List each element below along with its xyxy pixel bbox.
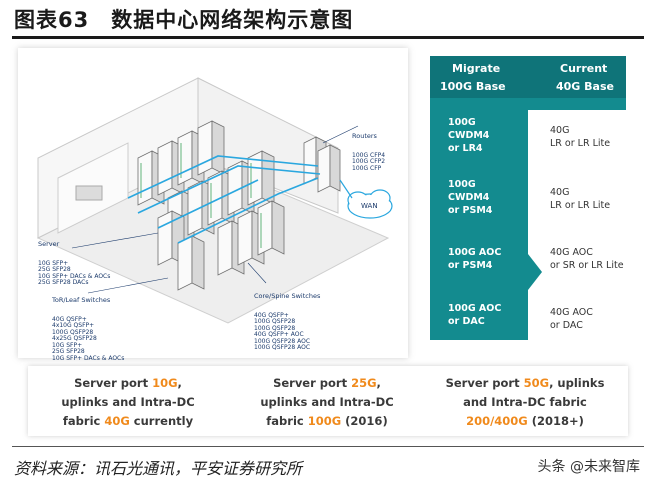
roadmap-strip: Server port 10G, uplinks and Intra-DC fa… xyxy=(28,366,628,436)
rack-row-4 xyxy=(157,210,205,291)
current-cell-3: 40G AOC or SR or LR Lite xyxy=(550,247,624,271)
tor-label: ToR/Leaf Switches xyxy=(52,296,111,304)
roadmap-2016-text-e: fabric xyxy=(266,414,308,428)
rack-row-3 xyxy=(217,200,285,276)
server-racks xyxy=(137,120,341,291)
current-base: 40G Base xyxy=(556,80,614,93)
title-rule xyxy=(12,36,644,39)
current-cell-2: 40G LR or LR Lite xyxy=(550,187,611,211)
callout-lines xyxy=(71,125,359,294)
server-label: Server xyxy=(38,240,60,248)
roadmap-2016-text-c: , xyxy=(376,376,381,390)
routers-specs: 100G CFP4 100G CFP2 100G CFP xyxy=(352,151,386,172)
datacenter-diagram: Routers 100G CFP4 100G CFP2 100G CFP WAN… xyxy=(18,48,408,361)
migrate-cell-2: 100G CWDM4 or PSM4 xyxy=(448,179,493,216)
migrate-header: Migrate xyxy=(452,62,501,75)
roadmap-2016: Server port 25G, uplinks and Intra-DC fa… xyxy=(242,374,412,431)
roadmap-2016-fabric-speed: 100G xyxy=(307,414,342,428)
office-desk xyxy=(75,185,103,201)
roadmap-2018-fabric-speed: 200/400G xyxy=(466,414,528,428)
routers-label: Routers xyxy=(352,132,377,140)
roadmap-2016-text-g: (2016) xyxy=(341,414,388,428)
current-header: Current xyxy=(560,62,608,75)
roadmap-2018-text-a: Server port xyxy=(445,376,524,390)
current-column xyxy=(528,110,626,340)
source-note: 资料来源：讯石光通讯，平安证券研究所 xyxy=(14,459,303,478)
roadmap-current-text-a: Server port xyxy=(74,376,153,390)
roadmap-2016-text-a: Server port xyxy=(273,376,352,390)
comparison-header xyxy=(430,56,626,98)
migrate-cell-1: 100G CWDM4 or LR4 xyxy=(448,117,490,154)
core-specs: 40G QSFP+ 100G QSFP28 100G QSFP28 40G QS… xyxy=(254,311,311,351)
router-racks xyxy=(303,136,341,193)
migration-comparison: Migrate Current 100G Base 40G Base 100G … xyxy=(430,56,626,340)
arrow-notch xyxy=(528,254,542,290)
core-callout: Core/Spine Switches 40G QSFP+ 100G QSFP2… xyxy=(254,280,320,365)
migrate-cell-3: 100G AOC or PSM4 xyxy=(448,247,502,271)
roadmap-current-fabric-speed: 40G xyxy=(104,414,130,428)
migrate-base: 100G Base xyxy=(440,80,506,93)
wan-cloud xyxy=(339,179,393,219)
roadmap-current-server-speed: 10G xyxy=(152,376,178,390)
roadmap-current: Server port 10G, uplinks and Intra-DC fa… xyxy=(48,374,208,431)
rack-status-lights xyxy=(140,143,262,248)
watermark: 头条 @未来智库 xyxy=(537,459,640,475)
core-label: Core/Spine Switches xyxy=(254,292,321,300)
roadmap-2018-text-c: , uplinks xyxy=(549,376,605,390)
roadmap-current-text-d: uplinks and Intra-DC xyxy=(61,395,195,409)
source-rule xyxy=(12,446,644,447)
routers-callout: Routers 100G CFP4 100G CFP2 100G CFP xyxy=(352,120,385,185)
current-cell-4: 40G AOC or DAC xyxy=(550,307,593,331)
roadmap-2018-server-speed: 50G xyxy=(523,376,550,390)
tor-callout: ToR/Leaf Switches 40G QSFP+ 4x10G QSFP+ … xyxy=(52,284,124,375)
roadmap-2016-text-d: uplinks and Intra-DC xyxy=(260,395,394,409)
figure-title: 图表63 数据中心网络架构示意图 xyxy=(14,8,354,32)
migrate-cell-4: 100G AOC or DAC xyxy=(448,303,502,327)
roadmap-2016-server-speed: 25G xyxy=(351,376,377,390)
roadmap-2018-text-d: and Intra-DC fabric xyxy=(463,395,587,409)
roadmap-current-text-g: currently xyxy=(129,414,194,428)
roadmap-2018-text-g: (2018+) xyxy=(527,414,584,428)
fiber-cabling xyxy=(127,155,321,244)
wan-label: WAN xyxy=(361,202,378,210)
datacenter-illustration xyxy=(36,77,393,324)
roadmap-2018: Server port 50G, uplinks and Intra-DC fa… xyxy=(430,374,620,431)
current-cell-1: 40G LR or LR Lite xyxy=(550,125,611,149)
roadmap-current-text-e: fabric xyxy=(62,414,105,428)
roadmap-current-text-c: , xyxy=(177,376,182,390)
tor-specs: 40G QSFP+ 4x10G QSFP+ 100G QSFP28 4x25G … xyxy=(52,315,125,362)
server-callout: Server 10G SFP+ 25G SFP28 10G SFP+ DACs … xyxy=(38,228,110,300)
server-specs: 10G SFP+ 25G SFP28 10G SFP+ DACs & AOCs … xyxy=(38,259,111,286)
